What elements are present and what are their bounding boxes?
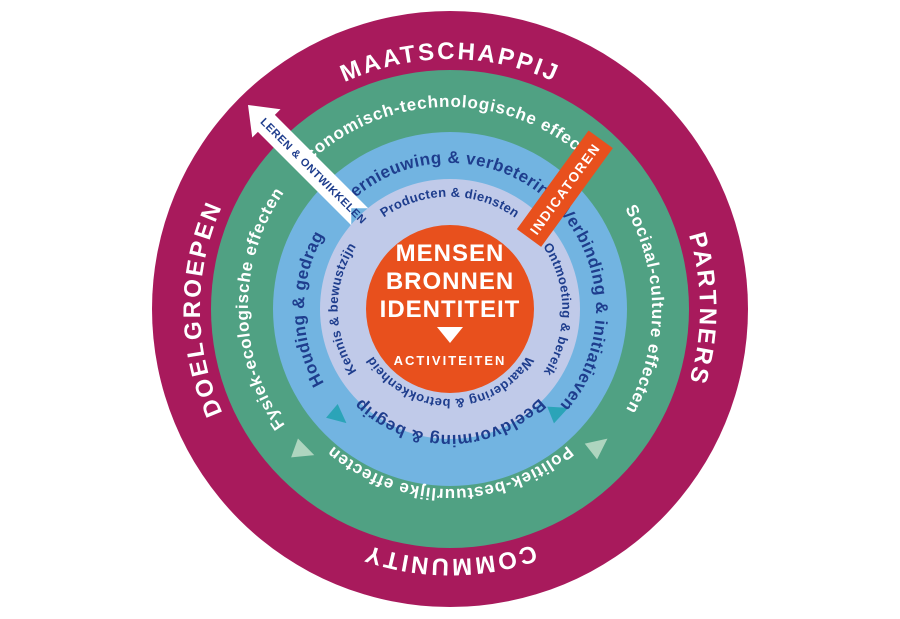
center-circle: [366, 225, 534, 393]
flow-triangle-icon: [291, 438, 315, 458]
down-triangle-icon: [437, 327, 463, 343]
flow-triangle-icon: [547, 406, 569, 424]
flow-triangle-icon: [584, 438, 608, 460]
center-line-1: MENSEN: [396, 240, 505, 267]
arrow-shape: [248, 105, 369, 226]
banner-shape: [516, 130, 613, 247]
center-footer-label: ACTIVITEITEN: [394, 353, 507, 368]
center-line-2: BRONNEN: [386, 268, 514, 295]
center-line-3: IDENTITEIT: [380, 296, 521, 323]
flow-triangle-icon: [326, 403, 347, 424]
